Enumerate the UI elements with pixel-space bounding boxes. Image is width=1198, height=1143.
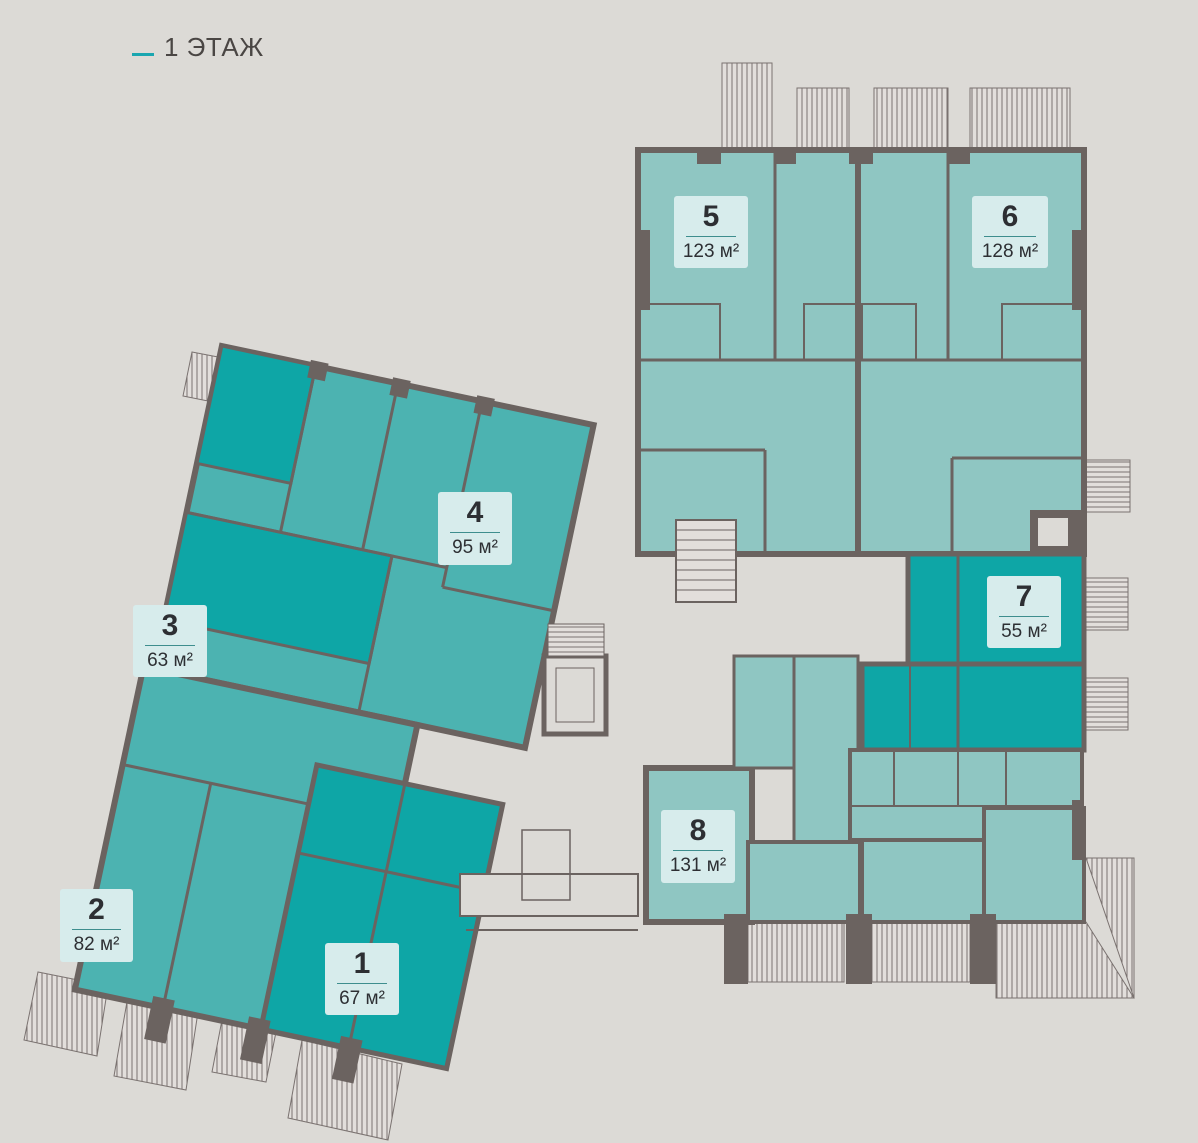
balcony (969, 87, 1071, 152)
balcony (1081, 459, 1131, 513)
balcony (873, 87, 949, 152)
label-divider (686, 236, 736, 237)
apartment-number: 7 (1015, 580, 1033, 613)
apartment-area: 95 м² (452, 537, 498, 558)
apartment-area: 55 м² (1001, 621, 1047, 642)
balcony (747, 921, 845, 983)
balcony (1081, 677, 1129, 731)
apartment-number: 1 (353, 947, 371, 980)
balcony (721, 62, 773, 152)
apartment-7-label[interactable]: 7 55 м² (987, 576, 1061, 648)
balcony (871, 921, 971, 983)
apartment-4-label[interactable]: 4 95 м² (438, 492, 512, 565)
apartment-3-label[interactable]: 3 63 м² (133, 605, 207, 677)
label-divider (673, 850, 723, 851)
apartment-number: 2 (88, 893, 105, 926)
apartment-number: 4 (466, 496, 484, 529)
apartment-area: 82 м² (73, 934, 120, 955)
apartment-area: 123 м² (682, 241, 740, 262)
label-divider (999, 616, 1049, 617)
apartment-area: 131 м² (669, 855, 727, 876)
label-divider (72, 929, 121, 930)
label-divider (984, 236, 1036, 237)
apartment-5-label[interactable]: 5 123 м² (674, 196, 748, 268)
apartment-8-label[interactable]: 8 131 м² (661, 810, 735, 883)
label-divider (337, 983, 387, 984)
core (459, 510, 1082, 931)
label-divider (145, 645, 195, 646)
apartment-number: 6 (1001, 200, 1019, 233)
apartment-number: 3 (161, 609, 179, 642)
floor-title-label: 1 ЭТАЖ (164, 32, 264, 62)
apartment-number: 8 (689, 814, 707, 847)
floor-title-dash (132, 53, 154, 56)
balcony (1085, 857, 1135, 999)
apartment-1-label[interactable]: 1 67 м² (325, 943, 399, 1015)
apartment-2-label[interactable]: 2 82 м² (60, 889, 133, 962)
apartment-area: 63 м² (147, 650, 193, 671)
apartment-area: 67 м² (339, 988, 385, 1009)
floor-title: 1 ЭТАЖ (132, 32, 264, 63)
apartment-area: 128 м² (981, 241, 1039, 262)
balcony (287, 1039, 403, 1141)
label-divider (450, 532, 500, 533)
balcony (1081, 577, 1129, 631)
apartment-6-label[interactable]: 6 128 м² (972, 196, 1048, 268)
apartment-number: 5 (702, 200, 720, 233)
balcony (796, 87, 850, 152)
